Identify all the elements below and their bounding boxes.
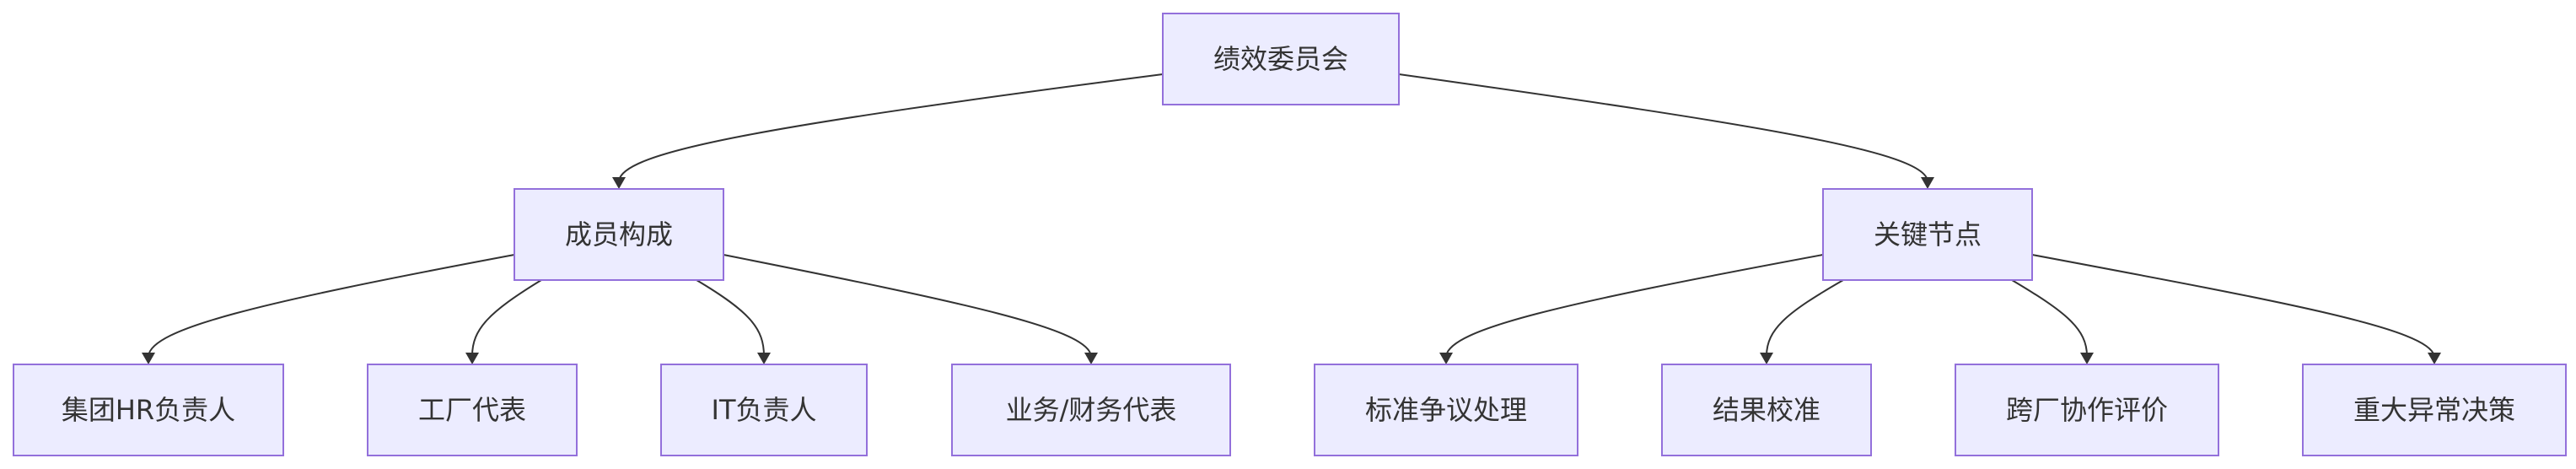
node-biz-finance-rep-box [951,364,1231,456]
edge-key-to-dispute [1445,254,1824,357]
node-key-points-label: 关键节点 [1874,218,1982,251]
edge-members-to-it-arrowhead [757,353,771,364]
node-it-head-label: IT负责人 [712,394,817,426]
node-result-calibration-label: 结果校准 [1713,394,1820,426]
node-root: 绩效委员会 [1162,13,1400,105]
node-result-calibration-box [1661,364,1872,456]
node-biz-finance-rep-label: 业务/财务代表 [1006,394,1177,426]
edge-key-to-calibration [1766,279,1844,357]
node-major-anomaly-box [2302,364,2567,456]
node-root-label: 绩效委员会 [1213,43,1348,75]
node-cross-factory-eval: 跨厂协作评价 [1955,364,2219,456]
node-major-anomaly: 重大异常决策 [2302,364,2567,456]
node-root-box [1162,13,1400,105]
node-hr-head-box [13,364,284,456]
edges-layer [142,73,2441,364]
edge-root-to-key-points-arrowhead [1921,177,1934,189]
edge-key-to-calibration-arrowhead [1760,353,1773,364]
edge-key-to-dispute-arrowhead [1439,353,1453,364]
node-major-anomaly-label: 重大异常决策 [2353,394,2515,426]
edge-members-to-biz [723,254,1092,357]
edge-members-to-factory-arrowhead [465,353,479,364]
node-members: 成员构成 [514,188,724,281]
node-result-calibration: 结果校准 [1661,364,1872,456]
edge-members-to-factory [471,279,542,357]
edge-root-to-key-points [1398,73,1928,181]
node-key-points: 关键节点 [1822,188,2033,281]
edge-members-to-biz-arrowhead [1084,353,1098,364]
node-factory-rep: 工厂代表 [367,364,578,456]
edge-root-to-members-arrowhead [612,177,626,189]
node-members-box [514,188,724,281]
node-cross-factory-eval-label: 跨厂协作评价 [2006,394,2168,426]
node-it-head-box [660,364,868,456]
node-standard-dispute: 标准争议处理 [1314,364,1578,456]
node-cross-factory-eval-box [1955,364,2219,456]
edge-root-to-members [618,73,1164,181]
node-hr-head: 集团HR负责人 [13,364,284,456]
node-biz-finance-rep: 业务/财务代表 [951,364,1231,456]
edge-key-to-major-arrowhead [2428,353,2441,364]
edge-members-to-hr-arrowhead [142,353,155,364]
edge-key-to-major [2031,254,2435,357]
node-key-points-box [1822,188,2033,281]
node-hr-head-label: 集团HR负责人 [62,394,235,426]
node-standard-dispute-box [1314,364,1578,456]
node-factory-rep-label: 工厂代表 [418,394,526,426]
node-members-label: 成员构成 [565,218,673,251]
edge-key-to-cross-arrowhead [2080,353,2094,364]
edge-members-to-hr [148,254,515,357]
node-it-head: IT负责人 [660,364,868,456]
edge-key-to-cross [2011,279,2088,357]
node-standard-dispute-label: 标准争议处理 [1365,394,1527,426]
node-factory-rep-box [367,364,578,456]
edge-members-to-it [696,279,765,357]
